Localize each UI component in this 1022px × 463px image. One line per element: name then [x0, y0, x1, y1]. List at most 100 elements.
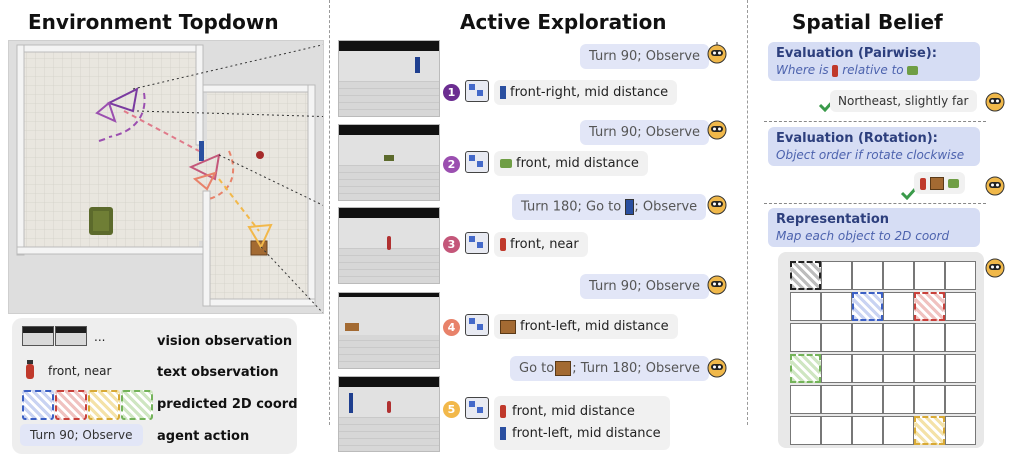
legend-action-example: Turn 90; Observe [20, 424, 143, 446]
observation-text-2: front, mid distance [516, 156, 639, 171]
legend: ... vision observation front, near text … [12, 318, 298, 454]
grid-cell [852, 261, 883, 290]
representation-box: Representation Map each object to 2D coo… [768, 208, 980, 247]
representation-subtitle: Map each object to 2D coord [776, 229, 950, 243]
robot-icon [706, 356, 728, 378]
step-badge-1: 1 [443, 84, 460, 101]
observation-text-3: front, near [510, 237, 579, 252]
grid-cell [821, 416, 852, 445]
observation-sensor-icon [465, 80, 489, 102]
grid-cell [914, 385, 945, 414]
legend-ellipsis: ... [94, 330, 106, 344]
grid-cell [883, 416, 914, 445]
crate-icon [929, 177, 944, 190]
grid-cell [914, 323, 945, 352]
robot-icon [706, 42, 728, 64]
separator-2 [764, 203, 986, 204]
action-text-3a: Turn 180; Go to [521, 199, 622, 215]
observation-bubble-5: front, mid distance front-left, mid dist… [494, 396, 670, 450]
grid-cell [852, 354, 883, 383]
grid-cell [945, 416, 976, 445]
robot-icon [706, 118, 728, 140]
step-badge-2: 2 [443, 156, 460, 173]
action-text-5b: ; Turn 180; Observe [572, 361, 701, 376]
sofa-icon [500, 159, 512, 168]
door-icon [500, 427, 506, 440]
sofa-icon [947, 179, 959, 188]
step-badge-3: 3 [443, 236, 460, 253]
view-step-4 [338, 292, 440, 369]
legend-view-thumb-1 [22, 326, 54, 346]
grid-cell [821, 323, 852, 352]
grid-marker-door [852, 292, 883, 321]
robot-icon [984, 174, 1006, 196]
grid-cell [852, 323, 883, 352]
fire-extinguisher-icon [832, 64, 839, 77]
legend-text-example: front, near [48, 364, 112, 378]
action-bubble-1: Turn 90; Observe [580, 44, 710, 69]
grid-cell [945, 385, 976, 414]
observation-sensor-icon [465, 397, 489, 419]
crate-icon [500, 319, 516, 334]
eval-pairwise-title: Evaluation (Pairwise): [776, 46, 937, 61]
environment-topdown-map [8, 40, 324, 314]
action-bubble-3: Turn 180; Go to ; Observe [512, 194, 707, 220]
view-step-1 [338, 40, 440, 117]
action-bubble-2: Turn 90; Observe [580, 120, 710, 145]
separator-1 [764, 121, 986, 122]
grid-cell [883, 354, 914, 383]
grid-marker-extinguisher [914, 292, 945, 321]
check-icon [900, 186, 918, 200]
legend-coord-label: predicted 2D coord [157, 397, 298, 412]
legend-coord-sofa [121, 390, 153, 420]
grid-cell [790, 416, 821, 445]
eval-rotation-question: Object order if rotate clockwise [776, 148, 965, 162]
robot-icon [706, 273, 728, 295]
grid-cell [790, 292, 821, 321]
grid-cell [821, 292, 852, 321]
legend-text-label: text observation [157, 365, 279, 380]
legend-coord-door [22, 390, 54, 420]
step-badge-4: 4 [443, 319, 460, 336]
grid-cell [945, 261, 976, 290]
grid-cell [821, 385, 852, 414]
grid-cell [945, 323, 976, 352]
view-step-5 [338, 376, 440, 452]
grid-marker-crate [914, 416, 945, 445]
eval-rotation-title: Evaluation (Rotation): [776, 131, 938, 146]
grid-cell [790, 323, 821, 352]
grid-cell [852, 416, 883, 445]
door-icon [500, 86, 506, 99]
grid-cell [883, 323, 914, 352]
observation-sensor-icon [465, 151, 489, 173]
grid-marker-agent-start [790, 261, 821, 290]
view-step-2 [338, 124, 440, 201]
legend-view-thumb-2 [55, 326, 87, 346]
crate-icon [555, 361, 572, 376]
view-step-3 [338, 207, 440, 284]
observation-text-5a: front, mid distance [512, 404, 635, 419]
action-bubble-5: Go to; Turn 180; Observe [510, 356, 710, 381]
coordinate-grid-panel [778, 252, 984, 448]
fire-extinguisher-icon [26, 360, 34, 379]
belief-title: Spatial Belief [792, 10, 943, 34]
grid-cell [790, 385, 821, 414]
observation-sensor-icon [465, 232, 489, 254]
observation-text-1: front-right, mid distance [510, 85, 669, 100]
robot-icon [984, 256, 1006, 278]
exploration-title: Active Exploration [460, 10, 667, 34]
grid-cell [883, 292, 914, 321]
action-bubble-4: Turn 90; Observe [580, 274, 710, 299]
fire-extinguisher-icon [500, 405, 506, 418]
grid-cell [883, 385, 914, 414]
representation-title: Representation [776, 212, 890, 227]
observation-bubble-4: front-left, mid distance [494, 314, 678, 339]
sofa-icon [907, 66, 919, 75]
grid-cell [914, 354, 945, 383]
grid-cell [821, 354, 852, 383]
eval-rotation-box: Evaluation (Rotation): Object order if r… [768, 127, 980, 166]
grid-cell [883, 261, 914, 290]
grid-cell [945, 292, 976, 321]
observation-bubble-2: front, mid distance [494, 151, 648, 176]
observation-sensor-icon [465, 314, 489, 336]
